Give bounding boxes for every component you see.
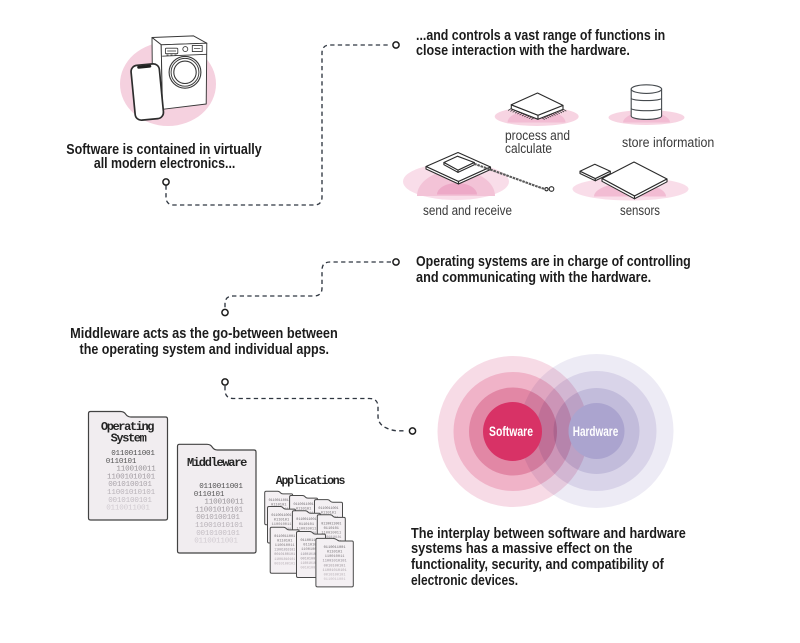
svg-text:110010011: 110010011 [116, 466, 156, 474]
svg-text:0110101: 0110101 [321, 512, 337, 516]
svg-text:0110011001: 0110011001 [274, 535, 296, 539]
svg-text:0110101: 0110101 [299, 523, 315, 527]
svg-text:0010100101: 0010100101 [196, 530, 240, 538]
svg-text:11001010101: 11001010101 [195, 522, 244, 530]
svg-text:0110101: 0110101 [324, 527, 340, 531]
svg-text:110010011: 110010011 [321, 532, 341, 536]
svg-text:0110011001: 0110011001 [199, 483, 243, 491]
svg-text:11001010101: 11001010101 [274, 558, 295, 562]
svg-text:Applications: Applications [276, 475, 346, 488]
svg-text:0110011001: 0110011001 [324, 546, 347, 550]
svg-text:110010011: 110010011 [272, 523, 292, 527]
svg-text:0110101: 0110101 [296, 508, 312, 512]
svg-text:0110101: 0110101 [106, 458, 137, 466]
svg-text:11001010101: 11001010101 [195, 506, 244, 514]
svg-text:11001010101: 11001010101 [301, 562, 322, 566]
svg-text:Operating: Operating [101, 420, 154, 434]
svg-text:0010100101: 0010100101 [196, 514, 240, 522]
svg-text:11001010101: 11001010101 [323, 560, 348, 564]
svg-text:11001010101: 11001010101 [323, 569, 348, 573]
svg-text:0110011001: 0110011001 [106, 505, 150, 513]
svg-text:0010100101: 0010100101 [274, 562, 296, 566]
svg-text:0110101: 0110101 [194, 491, 225, 499]
svg-text:0110011001: 0110011001 [294, 503, 315, 507]
svg-text:0110011001: 0110011001 [318, 507, 339, 511]
svg-text:0110101: 0110101 [274, 519, 290, 523]
svg-text:0110011001: 0110011001 [111, 450, 155, 458]
svg-text:0110101: 0110101 [271, 503, 287, 507]
svg-text:0110011001: 0110011001 [194, 538, 238, 546]
svg-text:0010100101: 0010100101 [324, 574, 347, 578]
svg-text:0110011001: 0110011001 [271, 514, 292, 518]
svg-text:0010100101: 0010100101 [108, 481, 152, 489]
svg-text:0010100101: 0010100101 [301, 557, 323, 561]
svg-text:0110101: 0110101 [277, 539, 293, 543]
svg-text:110010011: 110010011 [297, 527, 317, 531]
svg-text:System: System [111, 432, 147, 446]
svg-text:0110011001: 0110011001 [321, 522, 342, 526]
svg-text:Middleware: Middleware [187, 456, 247, 470]
svg-text:Software: Software [489, 424, 533, 439]
svg-text:Hardware: Hardware [573, 424, 619, 439]
svg-text:0110011001: 0110011001 [301, 539, 323, 543]
svg-text:0110011001: 0110011001 [269, 499, 290, 503]
svg-text:110010011: 110010011 [204, 499, 244, 507]
svg-text:11001010101: 11001010101 [301, 553, 322, 557]
svg-text:11001010101: 11001010101 [274, 549, 295, 553]
svg-text:0110011001: 0110011001 [324, 578, 347, 582]
svg-text:0010100101: 0010100101 [301, 567, 323, 571]
svg-text:11001010101: 11001010101 [107, 489, 156, 497]
svg-text:0010100101: 0010100101 [108, 497, 152, 505]
svg-text:0110101: 0110101 [327, 551, 343, 555]
svg-text:110010011: 110010011 [325, 555, 345, 559]
svg-text:110010011: 110010011 [275, 544, 295, 548]
svg-text:0010100101: 0010100101 [274, 553, 296, 557]
svg-text:110010011: 110010011 [301, 548, 321, 552]
svg-text:0110101: 0110101 [303, 544, 319, 548]
svg-text:0110011001: 0110011001 [296, 518, 317, 522]
svg-text:11001010101: 11001010101 [107, 473, 156, 481]
svg-text:0010100101: 0010100101 [324, 564, 347, 568]
